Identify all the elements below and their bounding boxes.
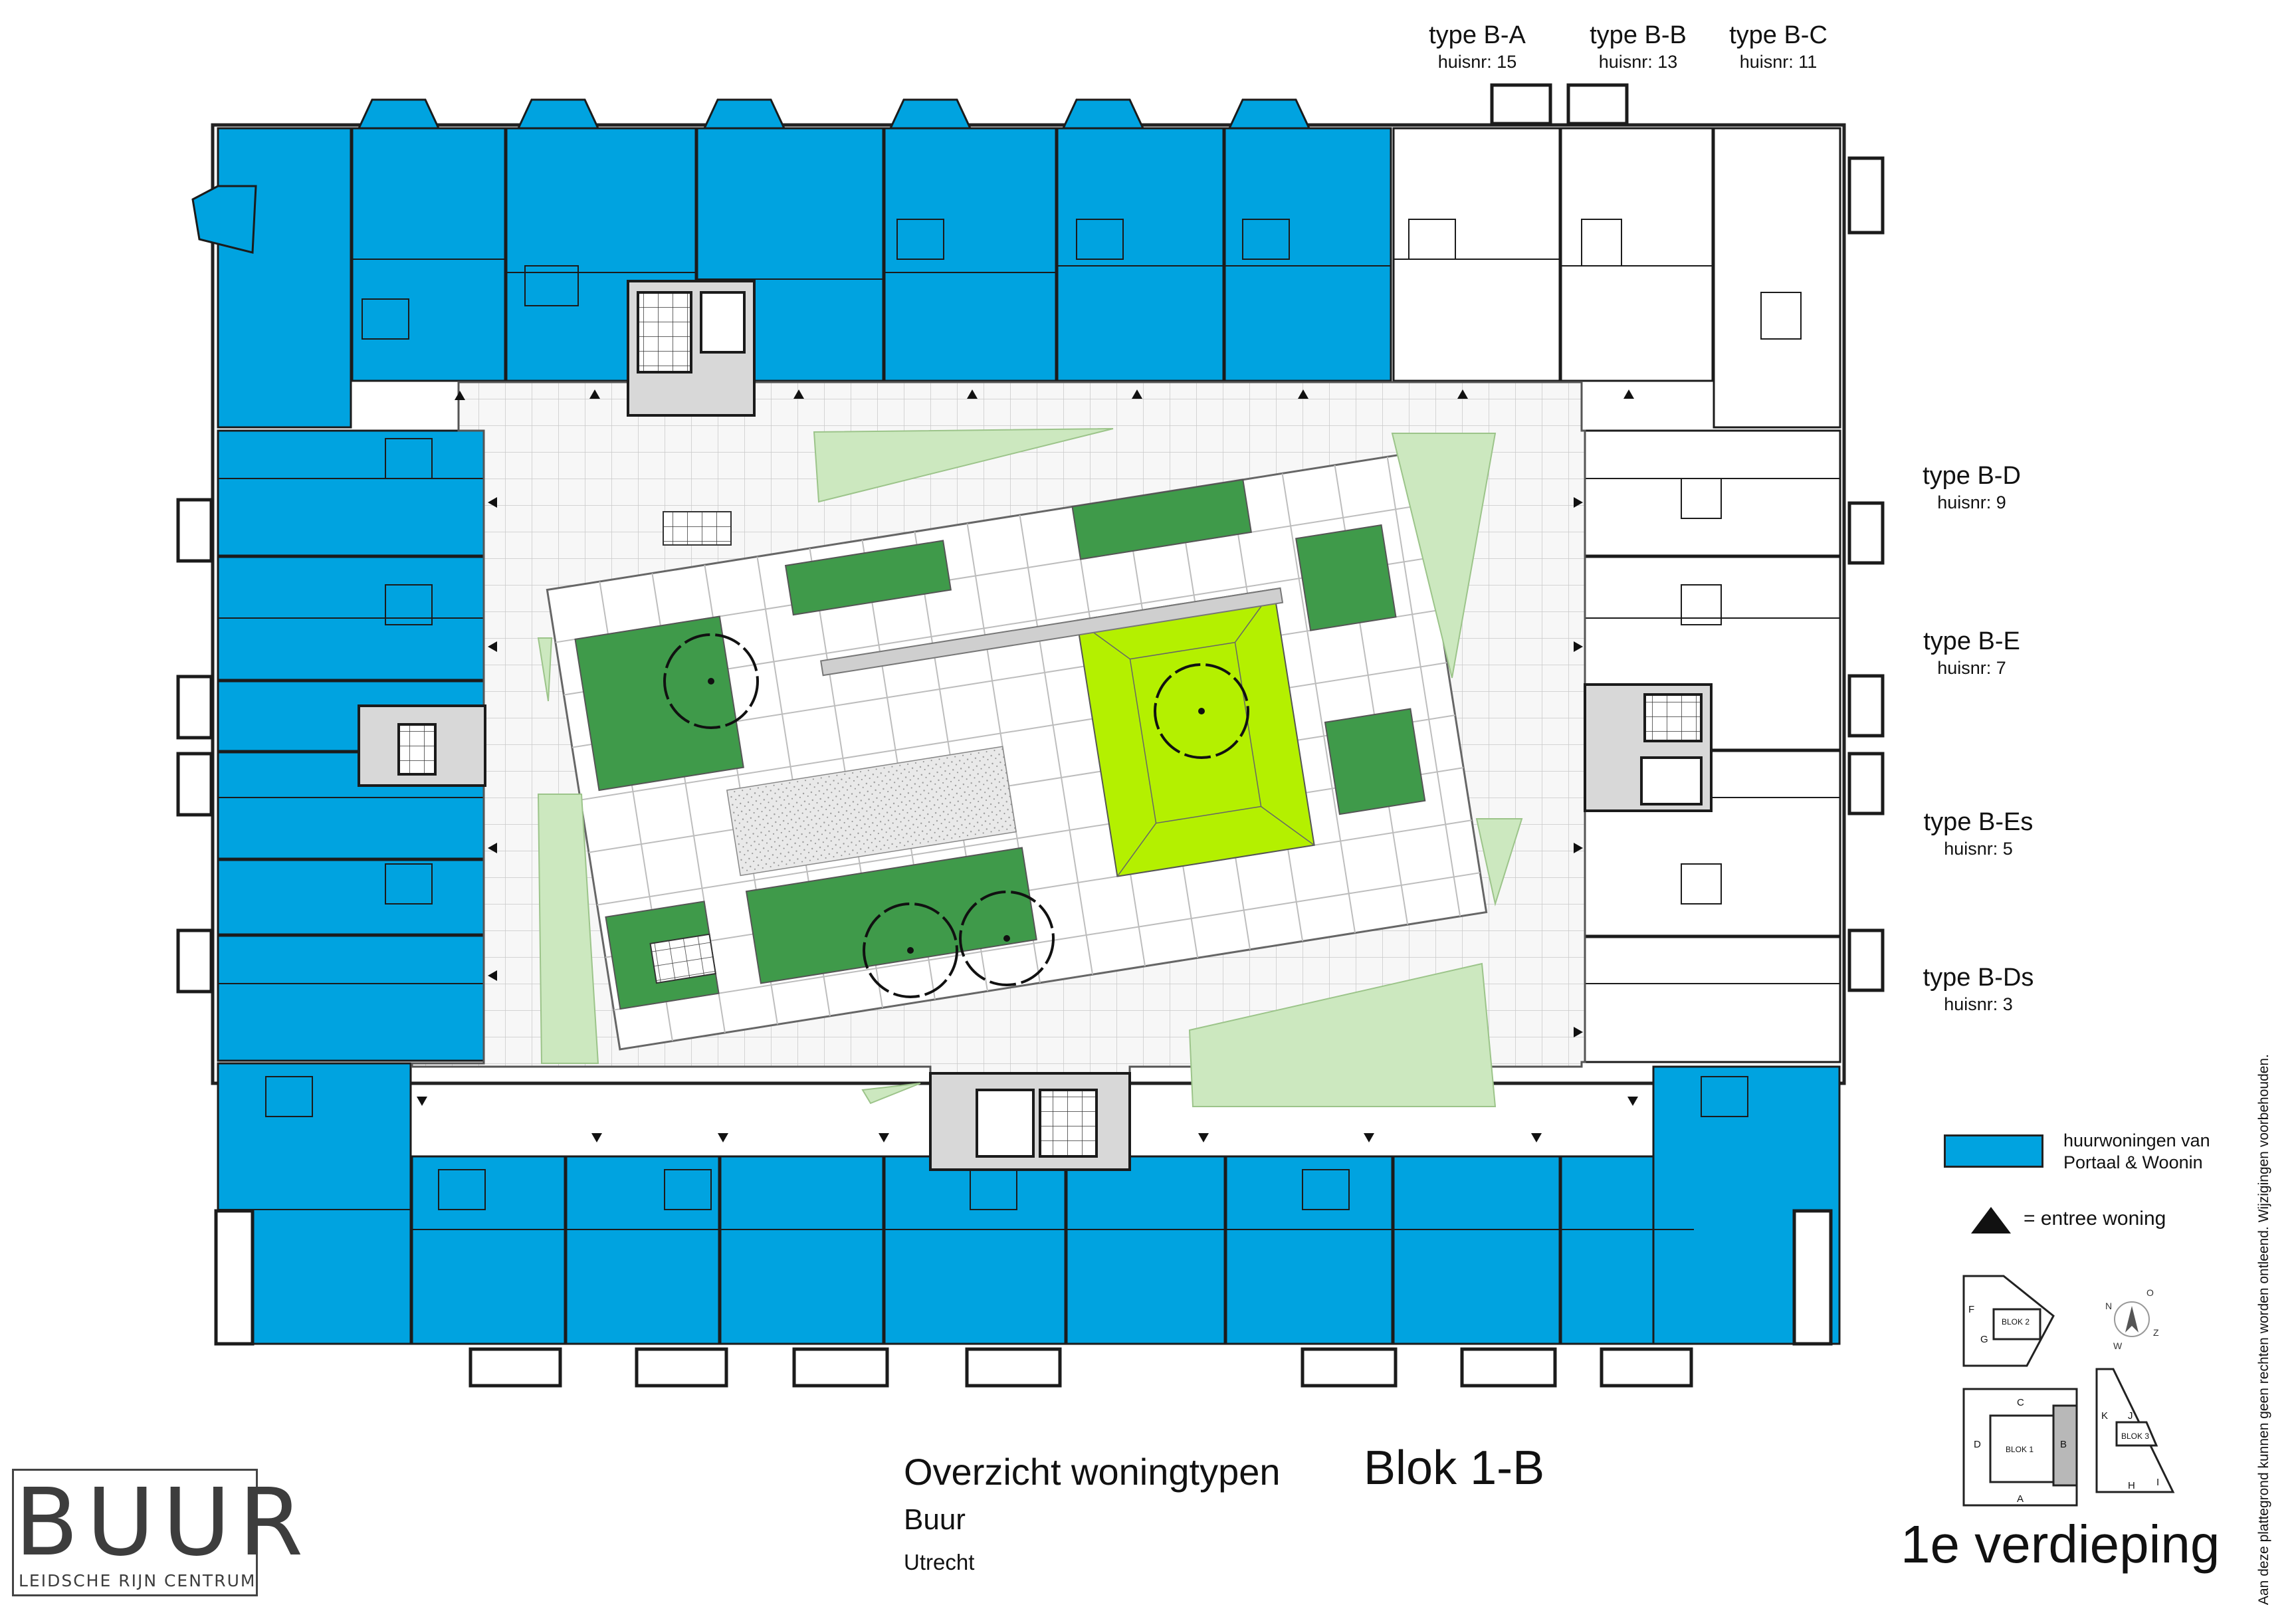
type-name: type B-C [1729,21,1827,49]
house-number: huisnr: 9 [1937,492,2006,512]
apartment-unit [565,1155,720,1345]
trees [663,633,1249,998]
blok1-letter-c: C [2017,1397,2024,1408]
apartment-unit [883,1155,1067,1345]
exterior-frames [176,83,1885,1388]
type-label-b-d: type B-D huisnr: 9 [1885,461,2058,514]
entrance-markers [417,389,1638,1142]
house-number: huisnr: 5 [1944,839,2013,859]
garden [546,451,1488,1051]
apartment-unit [217,934,485,1062]
blok1-letter-b: B [2060,1439,2067,1450]
type-label-b-ds: type B-Ds huisnr: 3 [1892,962,2065,1016]
rental-legend-line1: huurwoningen van [2063,1130,2210,1150]
compass-z: Z [2153,1327,2159,1338]
page-title: Overzicht woningtypen [904,1451,1281,1493]
disclaimer: Aan deze plattegrond kunnen geen rechten… [2256,1054,2271,1605]
entrance-legend-icon [1971,1207,2011,1233]
blok2-core [1992,1308,2041,1340]
apartment-unit [217,429,485,557]
city-name: Utrecht [904,1550,975,1574]
rental-legend-swatch [1944,1134,2043,1168]
logo-wordmark: BUUR [15,1469,312,1577]
blok3-letter-i: I [2156,1477,2159,1488]
apartment-unit [411,1155,566,1345]
blok3-letter-j: J [2128,1410,2133,1422]
tree [863,903,958,998]
unit-b-c [1713,127,1841,429]
type-label-b-es: type B-Es huisnr: 5 [1892,807,2065,860]
blok2-letter-f: F [1968,1304,1974,1315]
apartment-unit [217,859,485,936]
blok1-name: BLOK 1 [2006,1445,2034,1454]
compass-w: W [2113,1340,2123,1351]
house-number: huisnr: 3 [1944,994,2013,1014]
apartment-unit [1223,127,1392,382]
rental-apartments [217,127,1841,1345]
type-name: type B-B [1590,21,1687,49]
buur-logo [12,1469,258,1596]
house-number: huisnr: 7 [1937,658,2006,678]
type-name: type B-Ds [1923,964,2034,992]
blok2-letter-g: G [1980,1334,1988,1345]
house-number: huisnr: 11 [1739,52,1818,72]
apartment-unit [351,127,506,382]
tree [1154,663,1249,759]
apartment-unit [1225,1155,1394,1345]
logo-subtitle: LEIDSCHE RIJN CENTRUM [19,1571,257,1590]
tree [663,633,759,729]
blok3-letter-k: K [2101,1410,2108,1422]
apartment-unit [719,1155,885,1345]
project-name: Buur [904,1503,966,1536]
compass-n: N [2105,1301,2112,1311]
planting-beds [537,428,1523,1107]
type-name: type B-A [1429,21,1526,49]
type-label-b-a: type B-A huisnr: 15 [1391,20,1564,73]
type-label-b-b: type B-B huisnr: 13 [1552,20,1724,73]
floor-level: 1e verdieping [1901,1515,2220,1574]
apartment-unit [217,127,352,429]
tree [959,891,1055,986]
unit-b-b [1560,127,1714,382]
blok1-letter-a: A [2017,1493,2024,1505]
bike-racks [663,511,732,546]
apartment-unit [1065,1155,1226,1345]
compass-icon: N O Z W [2105,1287,2159,1351]
blok3-name: BLOK 3 [2121,1432,2149,1441]
apartment-unit [1056,127,1225,382]
blok1-b-highlight [2052,1404,2078,1487]
blok3-letter-h: H [2128,1480,2135,1491]
stair-cores [358,280,1713,1171]
type-name: type B-E [1923,627,2020,655]
unit-b-a [1392,127,1561,382]
blok1-letter-d: D [1974,1439,1981,1450]
type-name: type B-Es [1923,808,2034,836]
block-title: Blok 1-B [1364,1442,1545,1495]
compass-o: O [2146,1287,2154,1298]
type-name: type B-D [1923,462,2021,490]
apartment-unit [1392,1155,1561,1345]
unit-b-d [1584,429,1841,557]
balconies [191,98,1311,254]
type-label-b-c: type B-C huisnr: 11 [1692,20,1865,73]
unit-b-ds [1584,936,1841,1063]
blok2-name: BLOK 2 [2002,1317,2030,1327]
entrance-legend-label: = entree woning [2024,1208,2166,1230]
type-label-b-e: type B-E huisnr: 7 [1885,626,2058,679]
house-number: huisnr: 13 [1598,52,1678,72]
apartment-unit [883,127,1057,382]
house-number: huisnr: 15 [1437,52,1517,72]
rental-legend-line2: Portaal & Woonin [2063,1152,2203,1172]
site-key-maps: F G BLOK 2 A B C D BLOK 1 K J H I BLOK 3… [1962,1275,2175,1507]
